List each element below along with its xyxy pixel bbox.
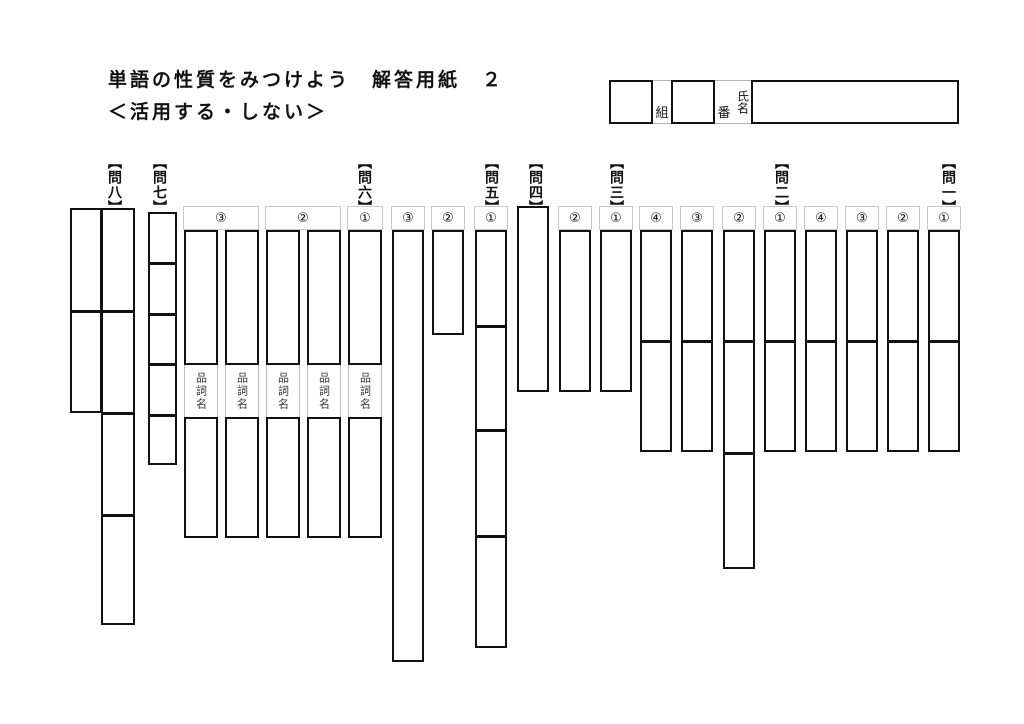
divider-q5-1-1 bbox=[475, 325, 507, 328]
number-header-q2-3: ③ bbox=[680, 206, 714, 230]
question-label-4: 【問四】 bbox=[527, 155, 543, 215]
question-label-8: 【問八】 bbox=[106, 155, 122, 215]
divider-q7-2 bbox=[148, 313, 177, 316]
pos-caption-q6-3a: 品詞名 bbox=[184, 365, 218, 417]
number-header-q3-1: ① bbox=[599, 206, 633, 230]
divider-q1-2-1 bbox=[887, 340, 919, 343]
divider-q8-a-1 bbox=[70, 310, 102, 313]
number-header-q1-4: ④ bbox=[804, 206, 838, 230]
number-header-q6-3: ③ bbox=[183, 206, 259, 230]
answer-box-q6-1-bottom[interactable] bbox=[348, 417, 382, 538]
answer-box-q6-2b-bottom[interactable] bbox=[307, 417, 341, 538]
answer-box-q6-2a-top[interactable] bbox=[266, 230, 300, 365]
answer-box-q6-3a-bottom[interactable] bbox=[184, 417, 218, 538]
number-field[interactable] bbox=[671, 80, 715, 124]
divider-q2-1-1 bbox=[764, 340, 796, 343]
divider-q7-1 bbox=[148, 262, 177, 265]
answer-box-q6-3b-bottom[interactable] bbox=[225, 417, 259, 538]
divider-q2-3-1 bbox=[681, 340, 713, 343]
number-header-q2-1: ① bbox=[763, 206, 797, 230]
answer-box-q6-3a-top[interactable] bbox=[184, 230, 218, 365]
divider-q1-4-1 bbox=[805, 340, 837, 343]
question-label-2: 【問二】 bbox=[773, 155, 789, 215]
pos-caption-text: 品詞名 bbox=[276, 371, 290, 411]
answer-box-q5-2[interactable] bbox=[432, 230, 464, 335]
number-header-q3-2: ② bbox=[558, 206, 592, 230]
pos-caption-text: 品詞名 bbox=[194, 371, 208, 411]
number-header-q5-2: ② bbox=[431, 206, 465, 230]
answer-box-q8-col-b[interactable] bbox=[101, 208, 135, 625]
number-header-q2-4: ④ bbox=[639, 206, 673, 230]
student-id-strip: 組 番 氏名 bbox=[609, 80, 959, 124]
pos-caption-q6-2b: 品詞名 bbox=[307, 365, 341, 417]
divider-q2-2-2 bbox=[723, 452, 755, 455]
class-label: 組 bbox=[653, 80, 671, 124]
pos-caption-text: 品詞名 bbox=[235, 371, 249, 411]
pos-caption-text: 品詞名 bbox=[317, 371, 331, 411]
answer-box-q3-1[interactable] bbox=[600, 230, 632, 392]
divider-q8-b-2 bbox=[101, 412, 135, 415]
pos-caption-text: 品詞名 bbox=[358, 371, 372, 411]
question-label-3: 【問三】 bbox=[608, 155, 624, 215]
question-label-1: 【問一】 bbox=[940, 155, 956, 215]
answer-box-q7[interactable] bbox=[148, 212, 177, 465]
pos-caption-q6-3b: 品詞名 bbox=[225, 365, 259, 417]
number-header-q2-2: ② bbox=[722, 206, 756, 230]
divider-q1-3-1 bbox=[846, 340, 878, 343]
pos-caption-q6-1: 品詞名 bbox=[348, 365, 382, 417]
question-label-6: 【問六】 bbox=[356, 155, 372, 215]
divider-q8-b-1 bbox=[101, 310, 135, 313]
number-header-q1-2: ② bbox=[886, 206, 920, 230]
divider-q2-2-1 bbox=[723, 340, 755, 343]
divider-q5-1-3 bbox=[475, 535, 507, 538]
number-header-q5-3: ③ bbox=[391, 206, 425, 230]
answer-box-q2-2[interactable] bbox=[723, 230, 755, 569]
number-header-q6-1: ① bbox=[347, 206, 383, 230]
divider-q7-4 bbox=[148, 414, 177, 417]
number-label: 番 bbox=[715, 80, 733, 124]
answer-box-q5-3[interactable] bbox=[392, 230, 424, 662]
name-field[interactable] bbox=[751, 80, 959, 124]
divider-q1-1-1 bbox=[928, 340, 960, 343]
answer-box-q3-2[interactable] bbox=[559, 230, 591, 392]
pos-caption-q6-2a: 品詞名 bbox=[266, 365, 300, 417]
sheet-title: 単語の性質をみつけよう 解答用紙 ２ ＜活用する・しない＞ bbox=[108, 64, 628, 128]
class-field[interactable] bbox=[609, 80, 653, 124]
answer-box-q6-3b-top[interactable] bbox=[225, 230, 259, 365]
divider-q8-b-3 bbox=[101, 514, 135, 517]
answer-box-q4[interactable] bbox=[517, 206, 549, 392]
answer-box-q5-1[interactable] bbox=[475, 230, 507, 648]
answer-box-q6-2b-top[interactable] bbox=[307, 230, 341, 365]
answer-box-q6-1-top[interactable] bbox=[348, 230, 382, 365]
number-header-q5-1: ① bbox=[474, 206, 508, 230]
divider-q7-3 bbox=[148, 363, 177, 366]
divider-q5-1-2 bbox=[475, 429, 507, 432]
number-header-q1-3: ③ bbox=[845, 206, 879, 230]
question-label-5: 【問五】 bbox=[483, 155, 499, 215]
name-label: 氏名 bbox=[733, 80, 751, 124]
answer-box-q6-2a-bottom[interactable] bbox=[266, 417, 300, 538]
title-line-1: 単語の性質をみつけよう 解答用紙 ２ bbox=[108, 69, 505, 91]
divider-q2-4-1 bbox=[640, 340, 672, 343]
number-header-q6-2: ② bbox=[265, 206, 341, 230]
number-header-q1-1: ① bbox=[927, 206, 961, 230]
question-label-7: 【問七】 bbox=[151, 155, 167, 215]
title-line-2: ＜活用する・しない＞ bbox=[108, 101, 329, 123]
